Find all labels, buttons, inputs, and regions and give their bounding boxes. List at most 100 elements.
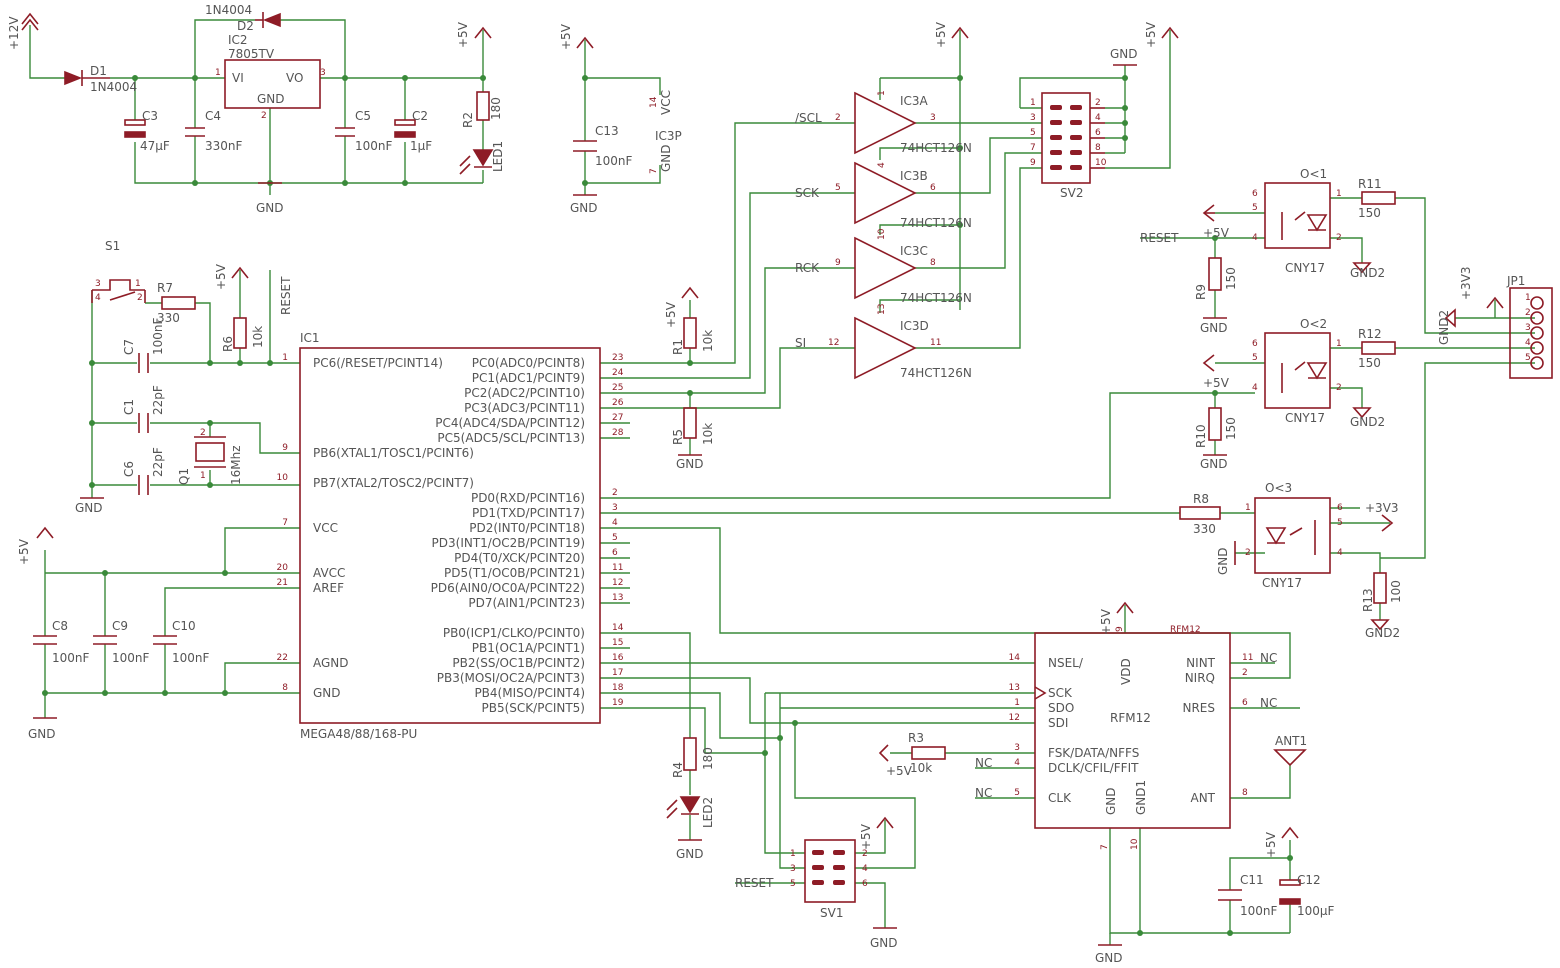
svg-text:4: 4: [1525, 338, 1531, 348]
r1-name: R1: [671, 339, 685, 355]
mcu-pin-number: 6: [612, 548, 618, 558]
rfm-pin-number: 11: [1242, 653, 1253, 663]
c6-value: 22pF: [151, 447, 165, 477]
junctions: [42, 75, 1293, 936]
c2-name: C2: [412, 109, 428, 123]
rfm-pin-label: SCK: [1048, 686, 1073, 700]
svg-text:2: 2: [1525, 308, 1531, 318]
r7-value: 330: [157, 311, 180, 325]
opto1-label: O<1: [1300, 167, 1327, 181]
rfm-pin-number: 14: [1009, 653, 1021, 663]
mcu-pin-number: 17: [612, 668, 623, 678]
mcu-pin-label: PC4(ADC4/SDA/PCINT12): [435, 416, 585, 430]
c13-name: C13: [595, 124, 619, 138]
svg-text:2: 2: [200, 428, 206, 438]
mcu-pin-label: PD2(INT0/PCINT18): [469, 521, 585, 535]
svg-text:2: 2: [862, 849, 868, 859]
gnd2-label: GND2: [1437, 310, 1451, 345]
c9-value: 100nF: [112, 651, 150, 665]
svg-text:6: 6: [1252, 189, 1258, 199]
svg-text:2: 2: [835, 113, 841, 123]
opto3-label: O<3: [1265, 481, 1292, 495]
svg-text:7: 7: [1030, 143, 1036, 153]
mcu-left-pins: PC6(/RESET/PCINT14)1PB6(XTAL1/TOSC1/PCIN…: [277, 353, 474, 700]
svg-text:6: 6: [930, 183, 936, 193]
rfm-name: RFM12: [1110, 711, 1151, 725]
ic3a-name: IC3A: [900, 94, 929, 108]
mcu-pin-label: PD0(RXD/PCINT16): [471, 491, 585, 505]
svg-text:1: 1: [200, 471, 206, 481]
mcu-pin-label: PD1(TXD/PCINT17): [472, 506, 585, 520]
mcu-pin-label: PB6(XTAL1/TOSC1/PCINT6): [313, 446, 474, 460]
rfm-pin-number: 8: [1242, 788, 1248, 798]
c7-name: C7: [122, 339, 136, 355]
c4-value: 330nF: [205, 139, 243, 153]
gnd-label: GND: [676, 847, 704, 861]
rfm-pin-label: NRES: [1182, 701, 1215, 715]
r9-name: R9: [1194, 284, 1208, 300]
svg-text:3: 3: [1525, 323, 1531, 333]
c13-value: 100nF: [595, 154, 633, 168]
rfm-pin-number: 1: [1014, 698, 1020, 708]
q1-name: Q1: [177, 468, 191, 485]
v12-label: +12V: [7, 16, 21, 50]
svg-text:7: 7: [649, 168, 659, 174]
r12-name: R12: [1358, 327, 1382, 341]
svg-text:2: 2: [261, 111, 267, 121]
svg-text:7: 7: [1100, 844, 1110, 850]
svg-text:1: 1: [215, 68, 221, 78]
reset-label: RESET: [735, 876, 774, 890]
rfm-pin-number: 13: [1009, 683, 1020, 693]
r6-name: R6: [221, 336, 235, 352]
jp1-name: JP1: [1506, 274, 1525, 288]
svg-text:14: 14: [649, 96, 659, 108]
r5-value: 10k: [701, 423, 715, 445]
svg-text:1: 1: [790, 849, 796, 859]
mcu-pin-label: GND: [313, 686, 341, 700]
r13-value: 100: [1389, 580, 1403, 603]
d1-value: 1N4004: [90, 80, 137, 94]
gnd-label: GND: [870, 936, 898, 950]
r3-value: 10k: [910, 761, 932, 775]
mcu-pin-number: 8: [282, 683, 288, 693]
mcu-pin-number: 3: [612, 503, 618, 513]
gnd-label: GND: [256, 201, 284, 215]
r6-value: 10k: [251, 326, 265, 348]
ic3c-name: IC3C: [900, 244, 928, 258]
rfm-pin-number: 3: [1014, 743, 1020, 753]
r13-name: R13: [1361, 588, 1375, 612]
mcu-pin-number: 1: [282, 353, 288, 363]
svg-text:1: 1: [1336, 339, 1342, 349]
led2-name: LED2: [701, 797, 715, 828]
svg-text:9: 9: [1030, 158, 1036, 168]
c10-name: C10: [172, 619, 196, 633]
svg-text:1: 1: [135, 279, 141, 289]
r10-name: R10: [1194, 424, 1208, 448]
r11-name: R11: [1358, 177, 1382, 191]
v3v3-label: +3V3: [1459, 266, 1473, 300]
svg-text:4: 4: [862, 864, 868, 874]
mcu-pin-label: PC0(ADC0/PCINT8): [472, 356, 585, 370]
c11-name: C11: [1240, 873, 1264, 887]
r4-value: 180: [701, 747, 715, 770]
mcu-pin-label: PB4(MISO/PCINT4): [474, 686, 585, 700]
svg-text:12: 12: [828, 338, 839, 348]
svg-text:4: 4: [877, 162, 887, 168]
c5-name: C5: [355, 109, 371, 123]
sck-net: SCK: [795, 186, 820, 200]
gnd-label: GND: [1200, 457, 1228, 471]
v5-label: +5V: [1203, 376, 1230, 390]
mcu-pin-label: AREF: [313, 581, 344, 595]
svg-text:5: 5: [1337, 518, 1343, 528]
svg-text:3: 3: [930, 113, 936, 123]
c3-value: 47µF: [140, 139, 170, 153]
nc-label: NC: [1260, 696, 1277, 710]
sv1-name: SV1: [820, 906, 843, 920]
svg-text:6: 6: [1252, 339, 1258, 349]
mcu-right-pins: PC0(ADC0/PCINT8)23PC1(ADC1/PCINT9)24PC2(…: [431, 353, 624, 715]
r2-value: 180: [489, 97, 503, 120]
svg-text:10: 10: [1095, 158, 1107, 168]
rfm-title: RFM12: [1170, 625, 1201, 635]
svg-text:4: 4: [1337, 548, 1343, 558]
c11-value: 100nF: [1240, 904, 1278, 918]
